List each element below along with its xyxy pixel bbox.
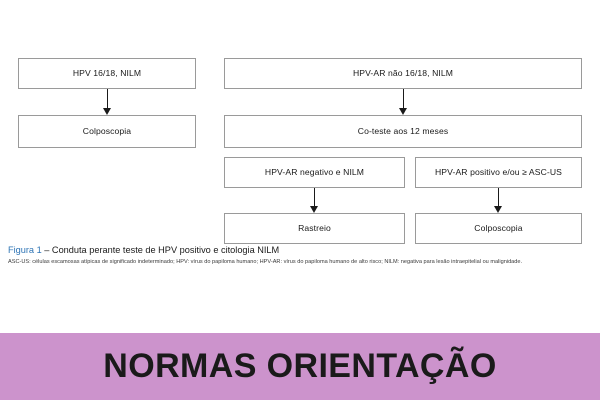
arrow-shaft [498,188,499,206]
flow-node-hpvar-nao-16-18-nilm: HPV-AR não 16/18, NILM [224,58,582,89]
hpv-management-flowchart: HPV 16/18, NILM Colposcopia HPV-AR não 1… [18,58,582,244]
flow-node-rastreio: Rastreio [224,213,405,244]
flow-node-hpvar-negativo-nilm: HPV-AR negativo e NILM [224,157,405,188]
flow-node-label: HPV-AR positivo e/ou ≥ ASC-US [434,166,563,177]
flow-node-label: Rastreio [298,222,331,233]
flow-node-colposcopia-right: Colposcopia [415,213,582,244]
flow-node-hpv-16-18-nilm: HPV 16/18, NILM [18,58,196,89]
flow-node-label: HPV-AR negativo e NILM [264,166,365,177]
arrow-shaft [403,89,404,108]
arrow-head [494,206,502,213]
arrow-shaft [314,188,315,206]
flow-node-label: HPV 16/18, NILM [72,67,142,78]
flow-node-coteste-12-meses: Co-teste aos 12 meses [224,115,582,148]
figure-number-label: Figura 1 [8,245,42,255]
arrow-head [310,206,318,213]
arrow-head [399,108,407,115]
flow-node-colposcopia-left: Colposcopia [18,115,196,148]
figure-caption: Figura 1 – Conduta perante teste de HPV … [8,245,594,266]
figure-caption-title-text: – Conduta perante teste de HPV positivo … [41,245,280,255]
normas-orientacao-banner: NORMAS ORIENTAÇÃO [0,333,600,400]
flow-node-label: Co-teste aos 12 meses [357,125,449,136]
flow-node-label: Colposcopia [82,125,132,136]
flow-node-label: HPV-AR não 16/18, NILM [352,67,454,78]
arrow-shaft [107,89,108,108]
figure-caption-title: Figura 1 – Conduta perante teste de HPV … [8,245,594,257]
flow-node-hpvar-positivo-ascus: HPV-AR positivo e/ou ≥ ASC-US [415,157,582,188]
flow-node-label: Colposcopia [474,222,523,233]
banner-title: NORMAS ORIENTAÇÃO [103,347,497,385]
arrow-head [103,108,111,115]
figure-caption-legend: ASC-US: células escamosas atípicas de si… [8,258,523,265]
